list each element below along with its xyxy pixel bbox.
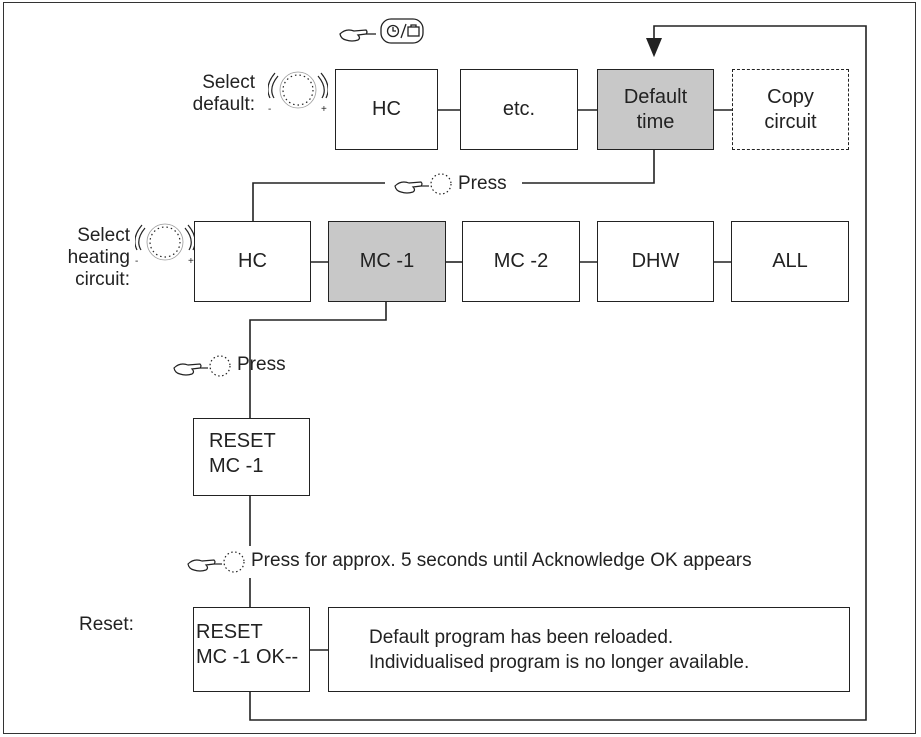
svg-text:-: - (268, 104, 271, 114)
rotary-dial-icon: - + (267, 68, 329, 119)
copy-circuit-box[interactable]: Copy circuit (732, 69, 849, 150)
diagram-frame (3, 2, 916, 734)
svg-text:+: + (321, 104, 327, 114)
pointing-hand-icon (186, 548, 246, 581)
message-box: Default program has been reloaded. Indiv… (328, 607, 850, 692)
select-heating-circuit-label: Select heating circuit: (67, 225, 130, 290)
select-default-label: Select default: (192, 72, 255, 115)
default-hc-box[interactable]: HC (335, 69, 438, 150)
svg-text:+: + (188, 256, 194, 266)
circuit-all-box[interactable]: ALL (731, 221, 849, 302)
press-label-3: Press for approx. 5 seconds until Acknow… (251, 550, 752, 571)
circuit-dhw-box[interactable]: DHW (597, 221, 714, 302)
default-etc-box[interactable]: etc. (460, 69, 578, 150)
pointing-hand-icon (393, 170, 453, 203)
circuit-mc1-box[interactable]: MC -1 (328, 221, 446, 302)
reset-mc1-ok-box[interactable]: RESET MC -1 OK-- (193, 607, 310, 692)
clock-suitcase-button-icon (338, 16, 428, 51)
pointing-hand-icon (172, 352, 232, 385)
reset-mc1-box[interactable]: RESET MC -1 (193, 418, 310, 496)
rotary-dial-icon: - + (134, 220, 196, 271)
default-time-box[interactable]: Default time (597, 69, 714, 150)
svg-text:-: - (135, 256, 138, 266)
circuit-mc2-box[interactable]: MC -2 (462, 221, 580, 302)
reset-label: Reset: (79, 614, 134, 635)
circuit-hc-box[interactable]: HC (194, 221, 311, 302)
press-label-1: Press (458, 173, 507, 194)
press-label-2: Press (237, 354, 286, 375)
